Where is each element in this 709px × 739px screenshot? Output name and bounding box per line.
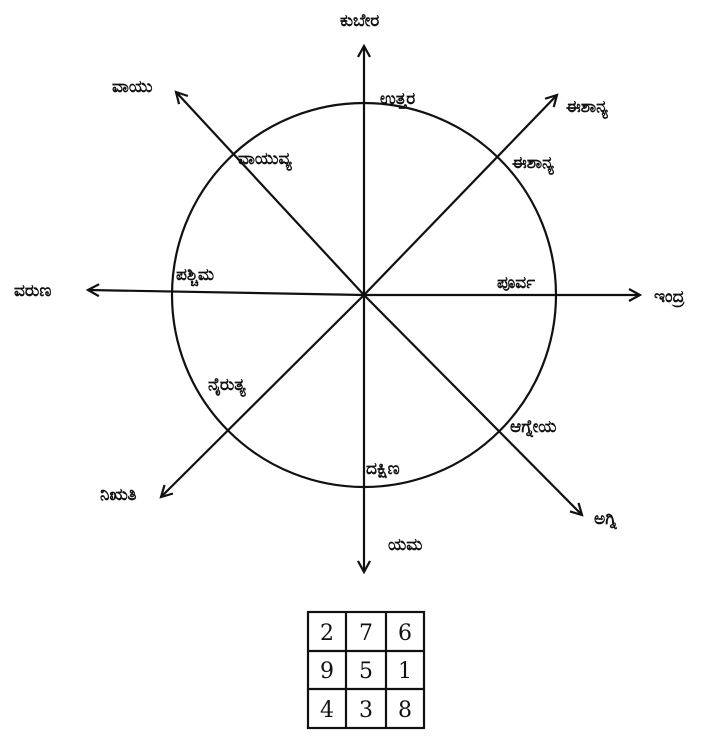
inner-label-southwest: ನೈರುತ್ಯ (208, 375, 246, 398)
magic-square-cell: 7 (359, 621, 373, 646)
northwest-arrow (176, 92, 365, 296)
inner-label-west: ಪಶ್ಚಿಮ (176, 265, 214, 287)
inner-label-southeast: ಆಗ್ನೇಯ (510, 417, 557, 438)
inner-label-northeast: ಈಶಾನ್ಯ (512, 153, 554, 176)
southeast-arrow (363, 294, 582, 515)
outer-label-east: ಇಂದ್ರ (654, 287, 685, 308)
outer-label-northeast: ಈಶಾನ್ಯ (566, 97, 608, 120)
magic-square-cell: 2 (320, 621, 334, 646)
magic-square-cell: 3 (359, 698, 373, 723)
magic-square: 2 7 6 9 5 1 4 3 8 (306, 610, 426, 730)
outer-label-southeast: ಅಗ್ನಿ (594, 509, 618, 530)
magic-square-cell: 4 (320, 698, 334, 723)
outer-label-north: ಕುಬೇರ (340, 11, 379, 31)
inner-label-north: ಉತ್ತರ (380, 89, 415, 109)
magic-square-cell: 1 (398, 659, 412, 684)
outer-label-south: ಯಮ (388, 535, 422, 555)
northeast-arrow (363, 95, 557, 296)
inner-label-northwest: ವಾಯುವ್ಯ (238, 149, 292, 172)
outer-label-northwest: ವಾಯು (112, 77, 153, 97)
magic-square-cell: 9 (320, 659, 334, 684)
magic-square-cell: 8 (398, 698, 412, 723)
outer-label-west: ವರುಣ (14, 281, 51, 301)
outer-label-southwest: ನಿಋತಿ (100, 485, 137, 505)
inner-label-south: ದಕ್ಷಿಣ (366, 459, 400, 479)
inner-label-east: ಪೂರ್ವ (497, 273, 535, 293)
southwest-arrow (161, 294, 365, 497)
magic-square-cell: 6 (398, 621, 412, 646)
west-arrow (88, 290, 365, 295)
magic-square-cell: 5 (359, 659, 373, 684)
